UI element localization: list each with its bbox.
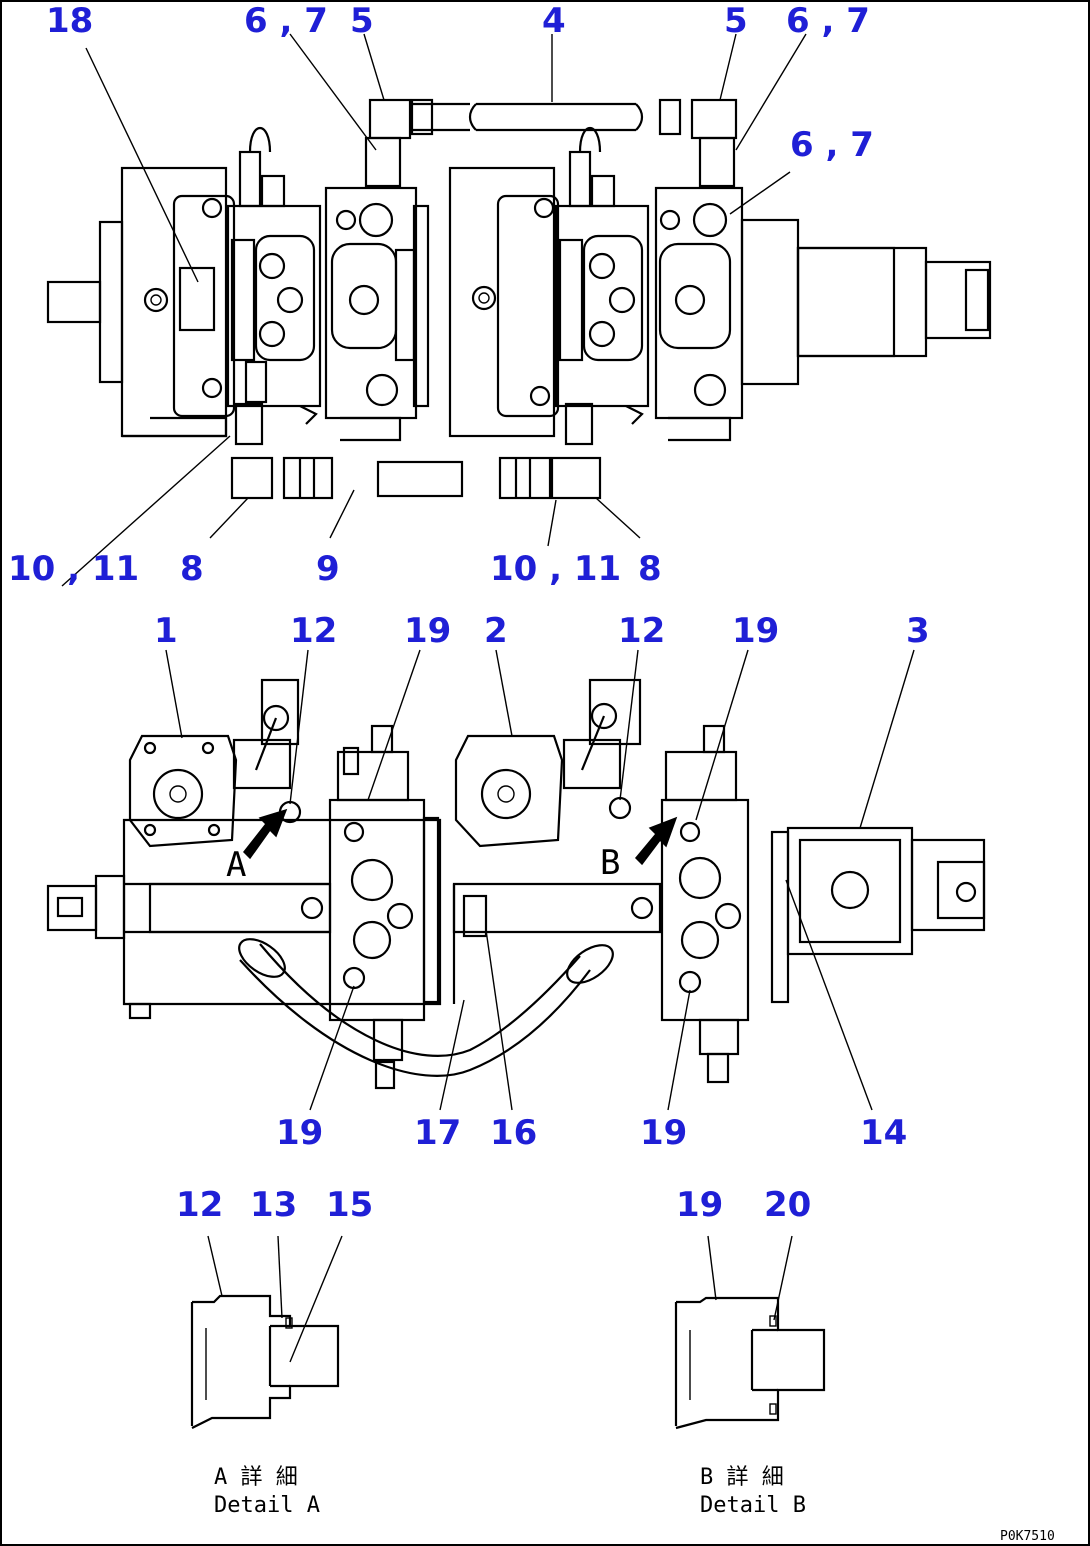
leader-lines-top bbox=[61, 33, 807, 587]
callout-12-detail: 12 bbox=[176, 1185, 223, 1225]
callout-19-left-top: 19 bbox=[404, 611, 451, 651]
callout-2: 2 bbox=[484, 611, 508, 651]
detail-b-en: Detail B bbox=[700, 1493, 806, 1518]
callout-6-7-right-lower: 6 , 7 bbox=[790, 125, 874, 165]
top-view-assembly bbox=[46, 98, 992, 500]
view-mark-a: A bbox=[226, 845, 246, 885]
view-arrow-b bbox=[634, 816, 678, 866]
callout-8-left: 8 bbox=[180, 549, 204, 589]
drawing-code: P0K7510 bbox=[1000, 1529, 1055, 1544]
callout-15: 15 bbox=[326, 1185, 373, 1225]
callout-19-right-top: 19 bbox=[732, 611, 779, 651]
detail-a-en: Detail A bbox=[214, 1493, 320, 1518]
view-arrow-a bbox=[242, 808, 288, 860]
callout-4: 4 bbox=[542, 1, 566, 41]
callout-18: 18 bbox=[46, 1, 93, 41]
callout-3: 3 bbox=[906, 611, 930, 651]
detail-a-drawing bbox=[190, 1294, 340, 1429]
detail-b-jp: B 詳 細 bbox=[700, 1465, 784, 1490]
callout-9: 9 bbox=[316, 549, 340, 589]
detail-a-jp: A 詳 細 bbox=[214, 1465, 298, 1490]
view-mark-b: B bbox=[600, 843, 620, 883]
view-mark-labels: A B bbox=[226, 843, 620, 885]
callout-10-11-right: 10 , 11 bbox=[490, 549, 621, 589]
callout-6-7-left: 6 , 7 bbox=[244, 1, 328, 41]
callout-12-right: 12 bbox=[618, 611, 665, 651]
callout-8-right: 8 bbox=[638, 549, 662, 589]
callout-20: 20 bbox=[764, 1185, 811, 1225]
callout-19-left-bottom: 19 bbox=[276, 1113, 323, 1153]
leader-lines-front bbox=[165, 649, 915, 1363]
callout-12-left: 12 bbox=[290, 611, 337, 651]
callout-16: 16 bbox=[490, 1113, 537, 1153]
front-view-assembly bbox=[46, 678, 986, 1090]
callout-19-detail: 19 bbox=[676, 1185, 723, 1225]
callout-5-left: 5 bbox=[350, 1, 374, 41]
callout-19-right-bottom: 19 bbox=[640, 1113, 687, 1153]
callout-labels: 18 6 , 7 5 4 5 6 , 7 6 , 7 10 , 11 8 9 1… bbox=[8, 1, 930, 1225]
callout-17: 17 bbox=[414, 1113, 461, 1153]
callout-13: 13 bbox=[250, 1185, 297, 1225]
callout-6-7-right: 6 , 7 bbox=[786, 1, 870, 41]
callout-14: 14 bbox=[860, 1113, 907, 1153]
callout-5-right: 5 bbox=[724, 1, 748, 41]
callout-1: 1 bbox=[154, 611, 178, 651]
detail-b-drawing bbox=[674, 1296, 826, 1430]
callout-10-11-left: 10 , 11 bbox=[8, 549, 139, 589]
detail-captions: A 詳 細 Detail A B 詳 細 Detail B bbox=[214, 1465, 806, 1518]
